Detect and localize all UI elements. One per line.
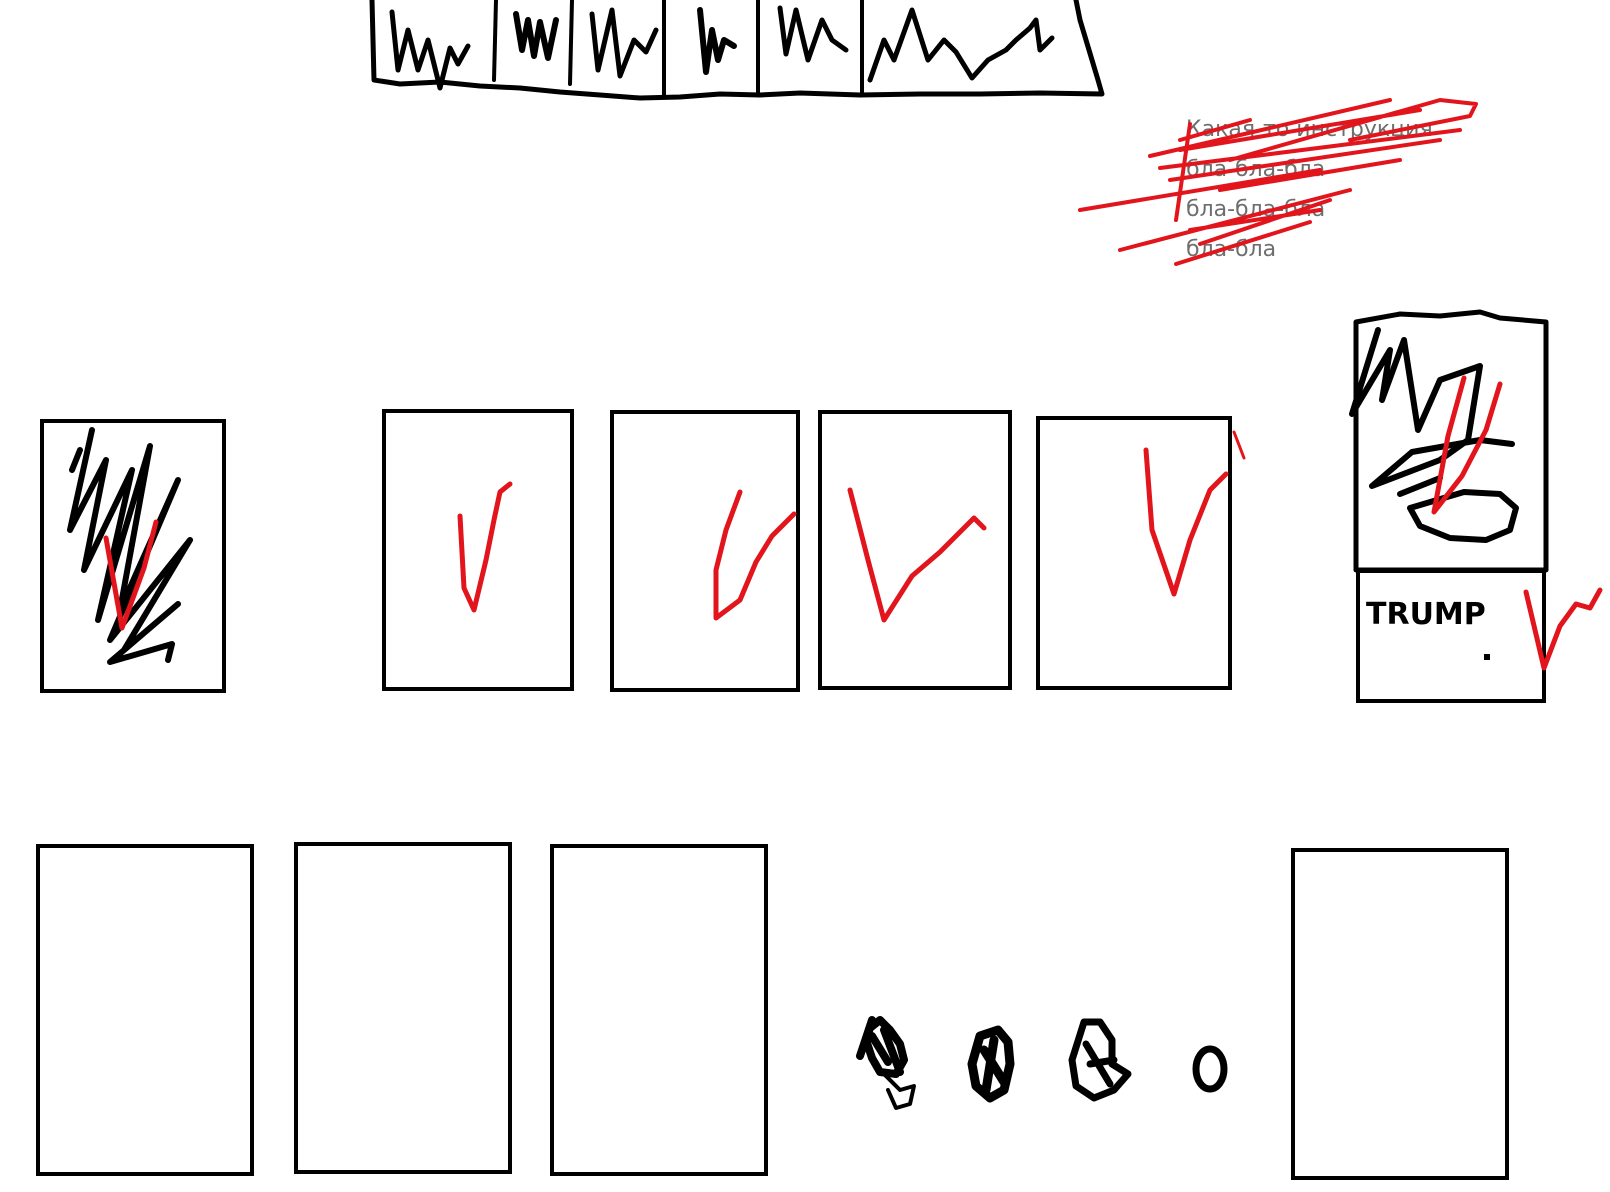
bottom-card-1[interactable] [36,844,254,1176]
card-frame [610,410,800,692]
label-card: TRUMP [1356,569,1546,703]
card-frame [1353,309,1549,573]
bottom-card-3[interactable] [550,844,768,1176]
check-mark [1143,447,1229,597]
black-scribble [67,427,193,665]
scribble-token-4[interactable] [1192,1045,1228,1093]
label-card-check-mark [1523,587,1603,671]
scribble-token-1[interactable] [856,1016,916,1110]
middle-card-1[interactable] [40,419,226,693]
check-mark [713,489,797,621]
panorama-strip [369,0,1105,101]
red-tick-fragment [1232,430,1246,460]
card-frame [550,844,768,1176]
scribble-token-2[interactable] [967,1025,1015,1103]
check-mark [847,487,987,623]
label-card-dot [1484,654,1490,660]
middle-card-4[interactable] [818,410,1012,690]
middle-card-2[interactable] [382,409,574,691]
middle-card-6[interactable] [1349,309,1549,573]
scribble-token-3[interactable] [1068,1018,1132,1102]
bottom-card-2[interactable] [294,842,512,1174]
black-scribble [1349,327,1519,543]
label-card-frame [1356,569,1546,703]
card-frame [36,844,254,1176]
card-frame [1291,848,1509,1180]
check-mark [1431,375,1503,515]
check-mark [103,519,159,631]
card-frame [818,410,1012,690]
card-frame [1036,416,1232,690]
bottom-card-right[interactable] [1291,848,1509,1180]
card-frame [40,419,226,693]
middle-card-3[interactable] [610,410,800,692]
card-frame [294,842,512,1174]
note-crossout-scribble [1078,98,1478,266]
card-frame [382,409,574,691]
label-card-text: TRUMP [1366,597,1486,632]
check-mark [457,481,513,613]
middle-card-5[interactable] [1036,416,1246,690]
